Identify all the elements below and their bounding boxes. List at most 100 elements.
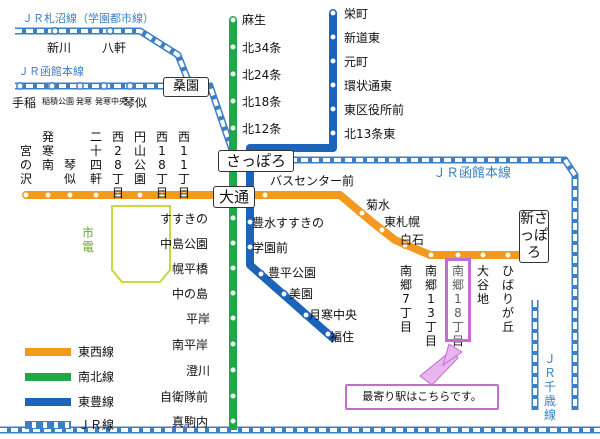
station-dot: [158, 191, 166, 199]
station-dot: [378, 226, 386, 234]
legend-swatch-namboku: [25, 373, 71, 381]
station-dot: [136, 191, 144, 199]
station-dot: [329, 9, 337, 17]
station-hiragishi[interactable]: 平岸: [186, 312, 211, 326]
nearest-station-callout: 最寄り駅はこちらです。: [345, 384, 499, 410]
station-dot: [229, 417, 237, 425]
station-dot: [479, 251, 487, 259]
station-nakajima-koen[interactable]: 中島公園: [160, 237, 209, 251]
station-minami-hiragishi[interactable]: 南平岸: [172, 338, 209, 352]
station-shiroishi[interactable]: 白石: [400, 233, 425, 247]
station-hassamu-chuo[interactable]: 発寒中央: [95, 97, 127, 106]
station-dot: [126, 82, 134, 90]
station-kita18[interactable]: 北18条: [242, 95, 282, 109]
station-gakuen-mae[interactable]: 学園前: [252, 241, 289, 255]
station-kikusui[interactable]: 菊水: [366, 198, 391, 212]
legend-label-namboku: 南北線: [78, 370, 115, 384]
station-oyachi[interactable]: 大谷地: [476, 264, 489, 306]
station-inazumi-koen[interactable]: 稲積公園: [42, 97, 74, 106]
tram-label: 市電: [82, 226, 95, 254]
legend-swatch-jr: [25, 421, 71, 429]
station-jieitai-mae[interactable]: 自衛隊前: [160, 390, 209, 404]
station-dot: [229, 97, 237, 105]
station-dot: [257, 270, 265, 278]
station-bus-center-mae[interactable]: バスセンター前: [270, 174, 355, 188]
station-dot: [329, 129, 337, 137]
station-dot: [229, 124, 237, 132]
station-kotoni-jr[interactable]: 琴似: [123, 96, 148, 110]
station-dot: [246, 243, 254, 251]
legend-swatch-toho: [25, 398, 71, 406]
legend-label-toho: 東豊線: [78, 395, 115, 409]
station-dot: [329, 81, 337, 89]
odori-station[interactable]: 大通: [213, 186, 255, 208]
station-shindo-higashi[interactable]: 新道東: [344, 31, 381, 45]
station-nango18[interactable]: 南郷18丁目: [451, 264, 464, 348]
station-dot: [229, 264, 237, 272]
tram-line: [111, 205, 171, 283]
station-makomanai[interactable]: 真駒内: [172, 415, 209, 429]
station-asabu[interactable]: 麻生: [242, 13, 267, 27]
station-nishi11[interactable]: 西11丁目: [177, 130, 190, 200]
station-dot: [100, 82, 108, 90]
station-nakanoshima[interactable]: 中の島: [172, 287, 209, 301]
station-sumikawa[interactable]: 澄川: [186, 364, 211, 378]
station-kita24[interactable]: 北24条: [242, 68, 282, 82]
station-dot: [401, 241, 409, 249]
station-dot: [504, 251, 512, 259]
jr-hakodate-label-mid: ＪＲ函館本線: [433, 166, 512, 181]
station-dot: [261, 191, 269, 199]
nearest-station-highlight: [445, 258, 471, 342]
station-dot: [229, 16, 237, 24]
station-tsukisamu-chuo[interactable]: 月寒中央: [309, 308, 358, 322]
station-fukuzumi[interactable]: 福住: [330, 330, 355, 344]
station-sakaemachi[interactable]: 栄町: [344, 7, 369, 21]
station-nango7[interactable]: 南郷7丁目: [399, 264, 412, 334]
station-nango13[interactable]: 南郷13丁目: [424, 264, 437, 348]
station-miyanosawa[interactable]: 宮の沢: [19, 144, 32, 186]
station-dot: [229, 314, 237, 322]
station-kanjo-dori-higashi[interactable]: 環状通東: [344, 79, 393, 93]
station-hosui-susukino[interactable]: 豊水すすきの: [252, 216, 325, 230]
station-dot: [229, 289, 237, 297]
station-dot: [246, 218, 254, 226]
station-dot: [280, 290, 288, 298]
station-dot: [427, 251, 435, 259]
station-nijuyonken[interactable]: 二十四軒: [89, 130, 102, 186]
station-nishi18[interactable]: 西18丁目: [155, 130, 168, 200]
station-shinkawa[interactable]: 新川: [47, 41, 72, 55]
station-kita13-higashi[interactable]: 北13条東: [344, 127, 396, 141]
station-misono[interactable]: 美園: [289, 287, 314, 301]
station-hibarigaoka[interactable]: ひばりが丘: [501, 264, 514, 334]
station-kotoni[interactable]: 琴似: [63, 158, 76, 186]
jr-hakodate-line-east: [290, 156, 579, 410]
kuwazono-station[interactable]: 桑園: [163, 77, 209, 97]
legend-swatch-tozai: [25, 348, 71, 356]
station-dot: [76, 82, 84, 90]
station-maruyama-koen[interactable]: 円山公園: [133, 130, 146, 186]
station-kita34[interactable]: 北34条: [242, 41, 282, 55]
station-hakken[interactable]: 八軒: [102, 41, 127, 55]
station-teine[interactable]: 手稲: [12, 96, 37, 110]
station-kita12[interactable]: 北12条: [242, 122, 282, 136]
station-susukino[interactable]: すすきの: [160, 212, 209, 226]
shin-sapporo-station[interactable]: 新さっぽろ: [519, 210, 549, 263]
station-toyohira-koen[interactable]: 豊平公園: [268, 266, 317, 280]
sapporo-station[interactable]: さっぽろ: [218, 150, 294, 172]
station-dot: [114, 191, 122, 199]
legend-label-jr: ＪＲ線: [78, 418, 115, 432]
station-dot: [51, 27, 59, 35]
station-nishi28[interactable]: 西28丁目: [111, 130, 124, 200]
station-hassamu[interactable]: 発寒: [76, 97, 92, 106]
station-horohira-bashi[interactable]: 幌平橋: [172, 262, 209, 276]
station-dot: [92, 191, 100, 199]
station-dot: [22, 191, 30, 199]
station-motomachi[interactable]: 元町: [344, 55, 369, 69]
station-higashi-kuyakusho-mae[interactable]: 東区役所前: [344, 103, 405, 117]
station-dot: [180, 191, 188, 199]
station-hassamu-minami[interactable]: 発寒南: [41, 130, 54, 172]
station-dot: [229, 43, 237, 51]
station-higashi-sapporo[interactable]: 東札幌: [384, 215, 421, 229]
